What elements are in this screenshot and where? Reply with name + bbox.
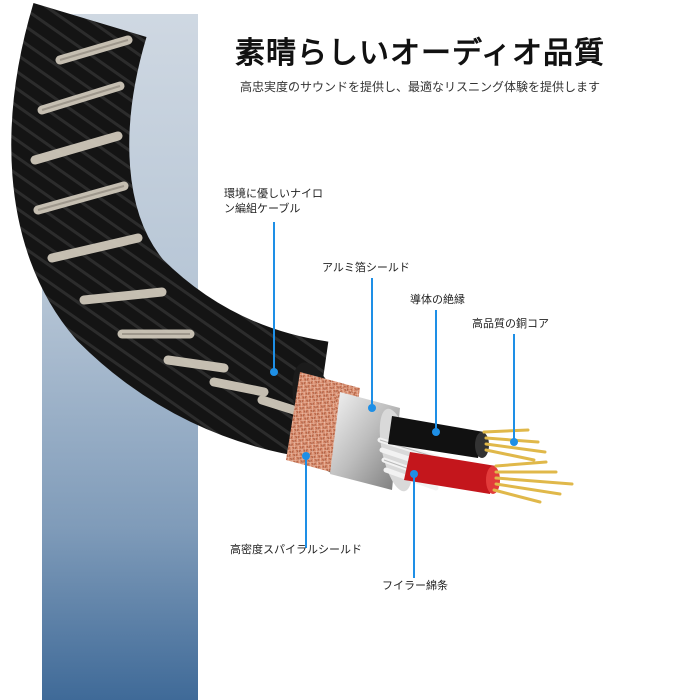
filler-label: フイラー綿条 — [382, 579, 448, 592]
insulation-label: 導体の絶縁 — [410, 293, 465, 306]
page-subtitle: 高忠実度のサウンドを提供し、最適なリスニング体験を提供します — [239, 80, 600, 94]
aluminum-shield-label: アルミ箔シールド — [322, 261, 410, 274]
nylon-braid-label-line1: 環境に優しいナイロ — [224, 187, 323, 200]
leader-dots — [270, 368, 518, 478]
nylon-braid-label-line2: ン編組ケーブル — [224, 202, 301, 215]
nylon-braid-label: 環境に優しいナイロ ン編組ケーブル — [224, 186, 323, 216]
copper-core-label: 高品質の銅コア — [472, 317, 549, 330]
black-conductor-insulation — [388, 416, 484, 458]
page-title: 素晴らしいオーディオ品質 — [235, 36, 605, 71]
gold-copper-wires — [482, 428, 574, 504]
red-conductor-insulation — [404, 452, 496, 494]
spiral-shield-label: 高密度スパイラルシールド — [230, 543, 362, 556]
leader-lines — [273, 222, 515, 578]
